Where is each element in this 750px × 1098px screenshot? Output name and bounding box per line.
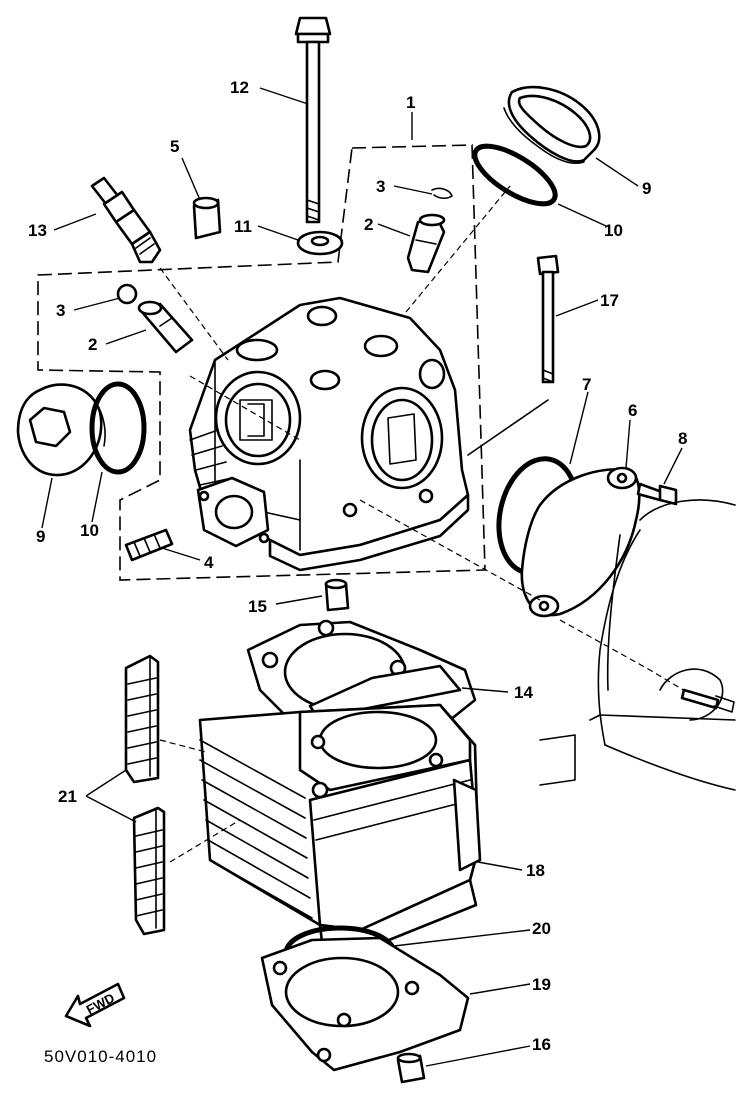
assembly-boundary: [37, 144, 486, 581]
callout-3-upper: 3: [376, 177, 385, 196]
callout-12: 12: [230, 78, 249, 97]
valve-cotter-left: [116, 283, 138, 305]
callout-15: 15: [248, 597, 267, 616]
callout-9-upper: 9: [642, 179, 651, 198]
callout-13: 13: [28, 221, 47, 240]
dowel-pin-upper: [192, 196, 222, 240]
diagram-code: 50V010-4010: [44, 1047, 157, 1066]
callout-21: 21: [58, 787, 77, 806]
valve-guide-right: [406, 213, 446, 274]
callout-10-upper: 10: [604, 221, 623, 240]
head-bolt: [294, 16, 332, 224]
washer: [296, 230, 344, 256]
callout-7: 7: [582, 375, 591, 394]
forward-direction-arrow: FWD: [64, 982, 126, 1028]
callout-8: 8: [678, 429, 687, 448]
leader-lines: [41, 87, 683, 1067]
dowel-pin-lower: [396, 1052, 426, 1084]
valve-cotter-upper: [431, 187, 453, 200]
crankcase-outline: [539, 499, 736, 791]
side-cover: [520, 466, 641, 618]
long-bolt-right: [467, 254, 560, 456]
o-ring-upper: [472, 143, 558, 207]
damper-rubber-lower: [132, 806, 166, 936]
callout-2-left: 2: [88, 335, 97, 354]
base-gasket: [260, 936, 470, 1072]
fwd-label: FWD: [84, 990, 117, 1017]
callout-6: 6: [628, 401, 637, 420]
spark-plug: [90, 176, 162, 264]
dowel-pin-middle: [324, 578, 350, 612]
o-ring-left: [89, 381, 147, 475]
callout-19: 19: [532, 975, 551, 994]
callout-20: 20: [532, 919, 551, 938]
cylinder-head: [188, 296, 470, 572]
callout-4: 4: [204, 553, 214, 572]
cover-bolt: [636, 482, 678, 506]
callout-3-left: 3: [56, 301, 65, 320]
callout-11: 11: [234, 217, 252, 236]
callout-17: 17: [600, 291, 619, 310]
callout-5: 5: [170, 137, 179, 156]
tappet-cover-upper: [503, 85, 601, 164]
callout-1: 1: [406, 93, 415, 112]
callout-9-left: 9: [36, 527, 45, 546]
callout-16: 16: [532, 1035, 551, 1054]
callout-labels: 12 1 5 3 11 2 13 3 2 9 10 17 7 6 8 9 10 …: [28, 78, 687, 1054]
callout-18: 18: [526, 861, 545, 880]
stud-bolt: [124, 528, 174, 562]
tappet-cover-left: [16, 383, 106, 477]
cylinder-block: [198, 703, 482, 952]
damper-rubber-upper: [124, 654, 160, 784]
callout-2-upper: 2: [364, 215, 373, 234]
callout-14: 14: [514, 683, 533, 702]
callout-10-left: 10: [80, 521, 99, 540]
valve-guide-left: [137, 300, 194, 354]
